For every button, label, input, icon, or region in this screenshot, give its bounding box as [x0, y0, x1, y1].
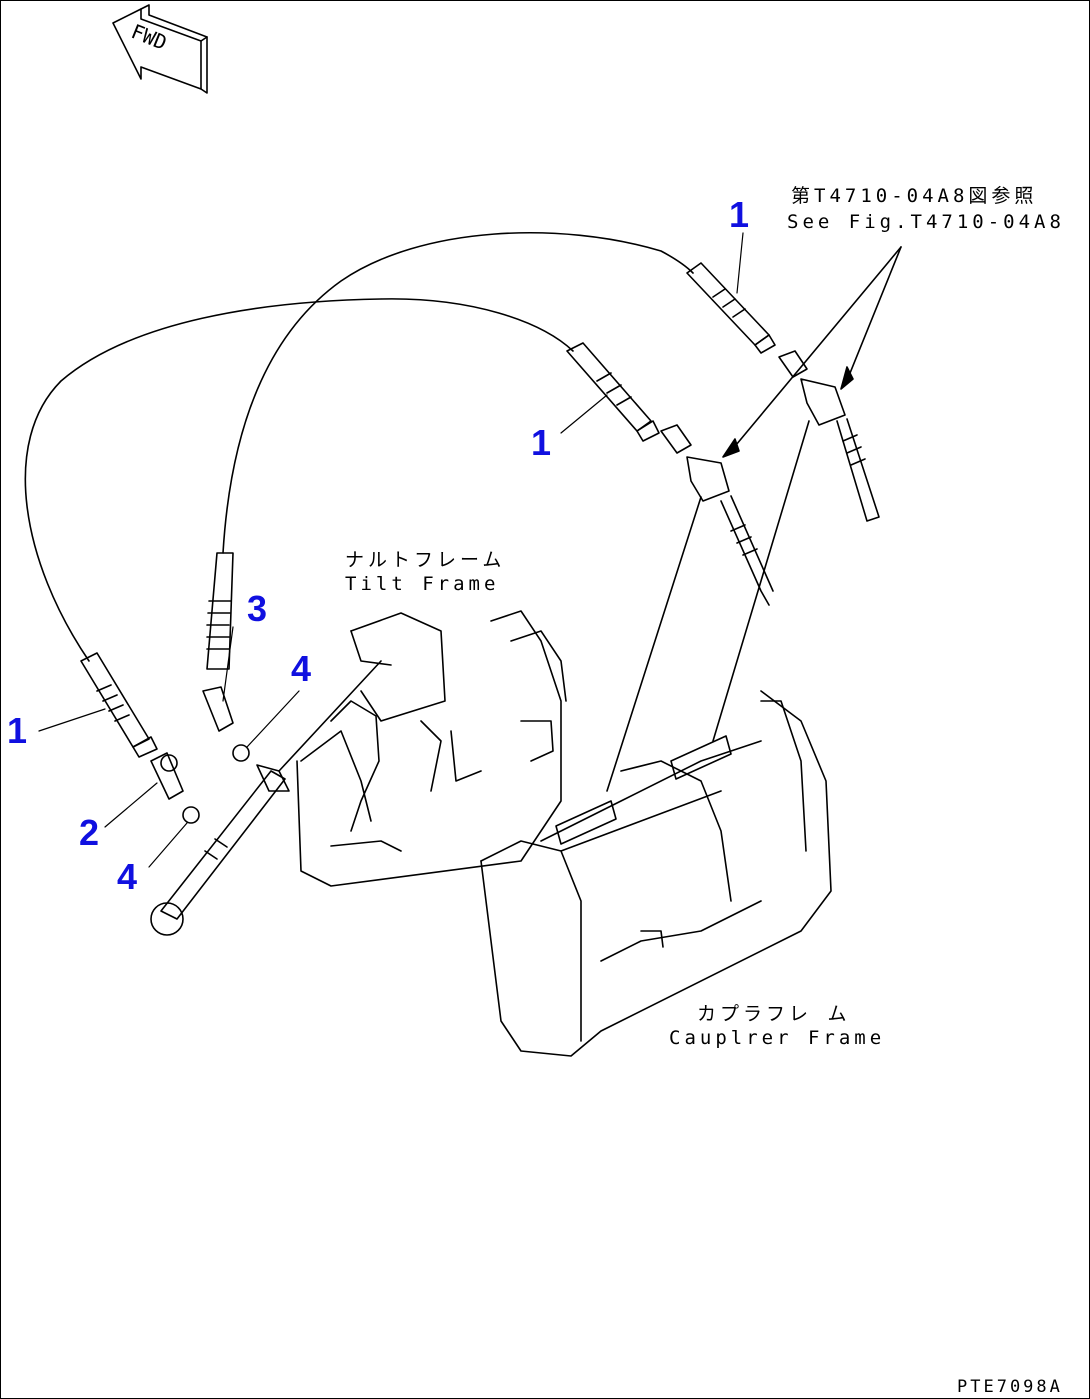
callout-1-mid: 1 [531, 422, 552, 463]
hose-left-loop [24, 298, 574, 662]
hose-fitting-top [686, 262, 776, 354]
tilt-cylinder [150, 660, 382, 936]
hose-fitting-mid [566, 342, 660, 442]
coupler-hoses [606, 350, 880, 792]
callout-1-left: 1 [7, 710, 28, 751]
tilt-frame-jp-label: ナルトフレーム [345, 549, 506, 571]
reference-leaders [722, 246, 902, 458]
coupler-frame-en-label: Cauplrer Frame [669, 1027, 886, 1049]
callout-1-top: 1 [729, 194, 750, 235]
coupler-frame-outline [480, 690, 832, 1057]
figure-code: PTE7098A [957, 1377, 1063, 1397]
callout-3: 3 [247, 588, 268, 629]
callout-4-lower: 4 [117, 856, 138, 897]
coupler-frame-jp-label: カプラフレ ム [697, 1003, 851, 1025]
reference-jp: 第T4710-04A8図参照 [791, 185, 1038, 207]
hose-fitting-left [80, 652, 158, 758]
callout-leaders [38, 232, 744, 868]
reference-en: See Fig.T4710-04A8 [787, 211, 1065, 233]
hose-fitting-3 [202, 552, 234, 732]
adapter-2 [150, 752, 184, 800]
callout-2: 2 [79, 812, 100, 853]
tilt-frame-outline [296, 610, 567, 887]
o-ring-upper [232, 744, 250, 762]
fwd-arrow-icon [112, 4, 208, 94]
hose-inner-arc [222, 232, 694, 554]
tilt-frame-en-label: Tilt Frame [345, 573, 500, 595]
o-ring-lower [182, 806, 200, 824]
callout-4-upper: 4 [291, 648, 312, 689]
